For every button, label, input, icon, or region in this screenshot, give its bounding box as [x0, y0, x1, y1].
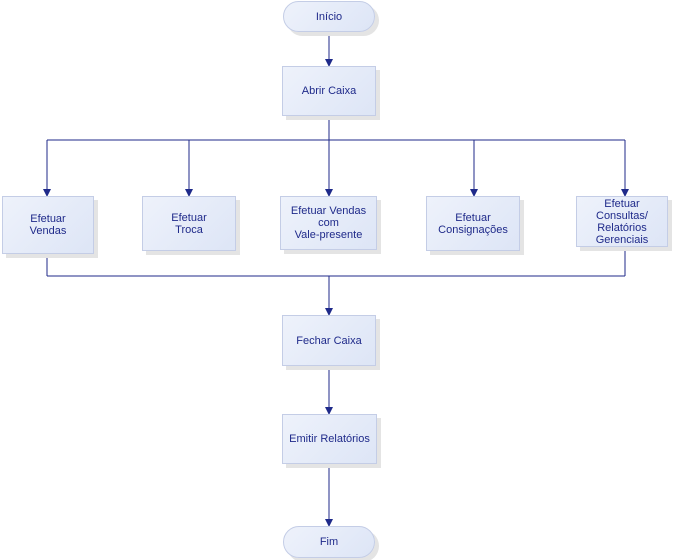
process-efetuar-vendas-vale-presente: Efetuar Vendas com Vale-presente	[280, 196, 377, 250]
end-node: Fim	[283, 526, 375, 558]
process-efetuar-vendas: Efetuar Vendas	[2, 196, 94, 254]
process-emitir-relatorios: Emitir Relatórios	[282, 414, 377, 464]
process-efetuar-troca: Efetuar Troca	[142, 196, 236, 251]
process-fechar-caixa: Fechar Caixa	[282, 315, 376, 366]
process-efetuar-consultas: Efetuar Consultas/ Relatórios Gerenciais	[576, 196, 668, 247]
start-node: Início	[283, 1, 375, 32]
process-efetuar-consignacoes: Efetuar Consignações	[426, 196, 520, 251]
process-abrir-caixa: Abrir Caixa	[282, 66, 376, 116]
